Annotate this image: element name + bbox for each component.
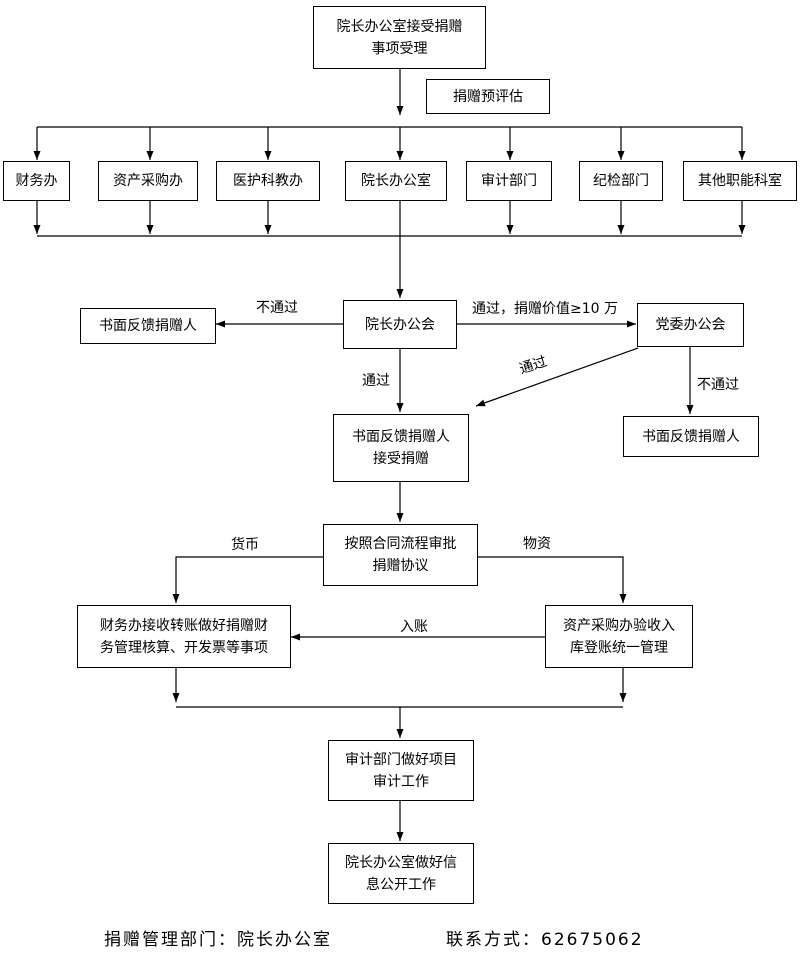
party-committee-meeting-box: 党委办公会 xyxy=(637,303,744,347)
dean-office-box: 院长办公室 xyxy=(345,161,447,201)
feedback-accept-box: 书面反馈捐赠人 接受捐赠 xyxy=(333,414,469,482)
node-line: 书面反馈捐赠人 xyxy=(352,429,450,445)
node-line: 务管理核算、开发票等事项 xyxy=(100,639,268,656)
node-label: 财务办 xyxy=(15,173,58,189)
node-line: 库登账统一管理 xyxy=(570,639,668,656)
edge-label-currency: 货币 xyxy=(231,537,259,553)
node-line: 接受捐赠 xyxy=(373,451,429,467)
asset-procurement-office-box: 资产采购办 xyxy=(98,161,198,201)
node-line: 事项受理 xyxy=(371,40,428,57)
audit-department-box: 审计部门 xyxy=(466,161,552,201)
written-feedback-left-box: 书面反馈捐赠人 xyxy=(80,308,216,344)
node-label: 其他职能科室 xyxy=(698,173,782,189)
node-line: 院长办公室做好信 xyxy=(345,854,457,871)
node-line: 财务办接收转账做好捐赠财 xyxy=(100,617,268,634)
edge-currency xyxy=(172,556,323,603)
node-line: 捐赠协议 xyxy=(372,558,429,574)
edge-party-passed xyxy=(475,347,639,407)
audit-work-box: 审计部门做好项目 审计工作 xyxy=(328,740,474,801)
node-line: 审计工作 xyxy=(373,773,429,790)
medical-education-office-box: 医护科教办 xyxy=(216,161,320,201)
finance-receive-box: 财务办接收转账做好捐赠财 务管理核算、开发票等事项 xyxy=(77,605,291,668)
node-label: 纪检部门 xyxy=(593,173,649,189)
asset-acceptance-box: 资产采购办验收入 库登账统一管理 xyxy=(545,605,693,668)
contract-approval-box: 按照合同流程审批 捐赠协议 xyxy=(323,524,478,586)
node-line: 按照合同流程审批 xyxy=(344,536,457,552)
node-line: 院长办公室接受捐赠 xyxy=(336,18,463,35)
management-department-text: 捐赠管理部门：院长办公室 xyxy=(104,930,332,950)
edge-label-enter-account: 入账 xyxy=(400,619,428,635)
other-departments-box: 其他职能科室 xyxy=(683,161,797,201)
node-line: 审计部门做好项目 xyxy=(345,751,457,768)
edge-label-passed-over-100k: 通过，捐赠价值≥10 万 xyxy=(472,301,618,317)
edge-label-not-passed-right: 不通过 xyxy=(697,377,739,393)
written-feedback-right-box: 书面反馈捐赠人 xyxy=(623,416,759,457)
dean-office-accept-box: 院长办公室接受捐赠 事项受理 xyxy=(313,6,486,69)
disclosure-box: 院长办公室做好信 息公开工作 xyxy=(328,843,474,904)
edge-materials xyxy=(478,556,627,603)
edge-label-passed-down: 通过 xyxy=(362,373,390,389)
node-label: 书面反馈捐赠人 xyxy=(642,428,740,445)
contact-text: 联系方式：62675062 xyxy=(446,930,644,950)
node-label: 医护科教办 xyxy=(233,173,303,189)
node-line: 资产采购办验收入 xyxy=(563,617,675,634)
dean-meeting-box: 院长办公会 xyxy=(343,300,457,349)
node-label: 院长办公会 xyxy=(365,316,435,333)
node-label: 审计部门 xyxy=(481,173,537,189)
node-label: 资产采购办 xyxy=(113,173,183,189)
node-line: 息公开工作 xyxy=(366,876,436,893)
pre-assessment-box: 捐赠预评估 xyxy=(426,79,550,114)
node-label: 党委办公会 xyxy=(655,317,726,333)
node-label: 院长办公室 xyxy=(361,173,431,189)
edge-label-materials: 物资 xyxy=(523,536,551,552)
node-label: 书面反馈捐赠人 xyxy=(99,318,197,334)
finance-office-box: 财务办 xyxy=(3,161,70,201)
edge-label-not-passed-left: 不通过 xyxy=(256,300,298,316)
discipline-department-box: 纪检部门 xyxy=(579,161,663,201)
node-label: 捐赠预评估 xyxy=(453,88,523,105)
